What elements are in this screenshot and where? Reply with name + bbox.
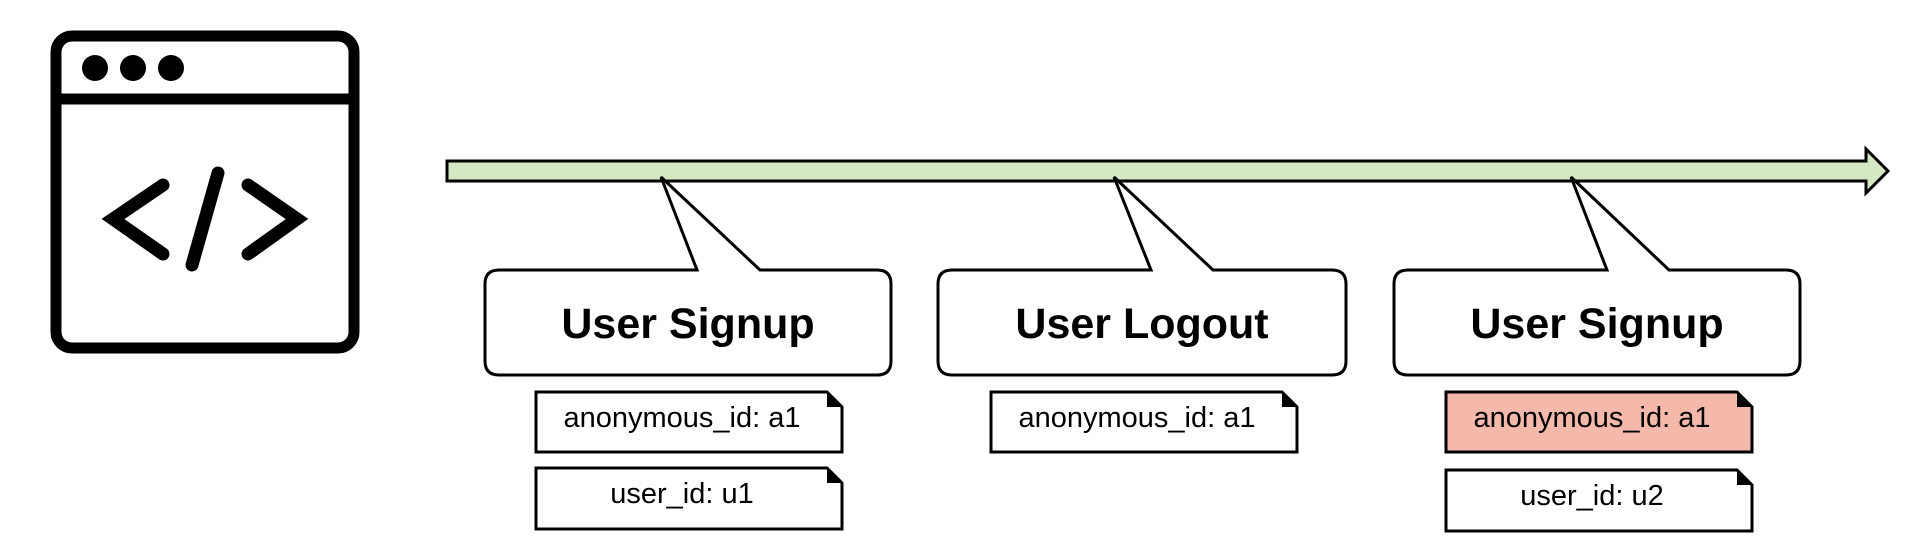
event-title: User Signup xyxy=(561,300,814,348)
attribute-text: user_id: u2 xyxy=(1520,480,1664,512)
browser-dot-icon xyxy=(82,55,108,81)
note-fold-corner xyxy=(1282,392,1297,407)
attribute-note-highlighted: anonymous_id: a1 xyxy=(1444,390,1754,454)
event-callout-box xyxy=(936,175,1348,377)
attribute-note-box xyxy=(1444,390,1754,454)
event-callout: User Logout xyxy=(936,175,1348,377)
event-callout: User Signup xyxy=(483,175,893,377)
note-fold-corner xyxy=(827,468,842,483)
browser-code-icon xyxy=(50,30,360,354)
note-fold-corner xyxy=(1737,470,1752,485)
attribute-note: user_id: u1 xyxy=(534,466,844,531)
code-right-bracket-icon xyxy=(241,178,309,261)
attribute-note: anonymous_id: a1 xyxy=(534,390,844,454)
code-slash-icon xyxy=(185,166,225,272)
event-callout-box xyxy=(1392,175,1802,377)
attribute-note-box xyxy=(534,390,844,454)
event-callout-box xyxy=(483,175,893,377)
attribute-text: anonymous_id: a1 xyxy=(1019,402,1256,434)
attribute-note-box xyxy=(534,466,844,531)
event-title: User Logout xyxy=(1015,300,1268,348)
attribute-text: anonymous_id: a1 xyxy=(1474,402,1711,434)
browser-dot-icon xyxy=(120,55,146,81)
event-callout: User Signup xyxy=(1392,175,1802,377)
event-title: User Signup xyxy=(1470,300,1723,348)
note-fold-corner xyxy=(1737,392,1752,407)
attribute-note: anonymous_id: a1 xyxy=(989,390,1299,454)
note-fold-corner xyxy=(827,392,842,407)
browser-dot-icon xyxy=(158,55,184,81)
attribute-note: user_id: u2 xyxy=(1444,468,1754,533)
browser-window-frame xyxy=(50,30,360,354)
attribute-text: user_id: u1 xyxy=(610,478,754,510)
attribute-note-box xyxy=(989,390,1299,454)
attribute-text: anonymous_id: a1 xyxy=(564,402,801,434)
event-timeline-arrow xyxy=(445,145,1891,197)
code-left-bracket-icon xyxy=(101,178,170,261)
attribute-note-box xyxy=(1444,468,1754,533)
